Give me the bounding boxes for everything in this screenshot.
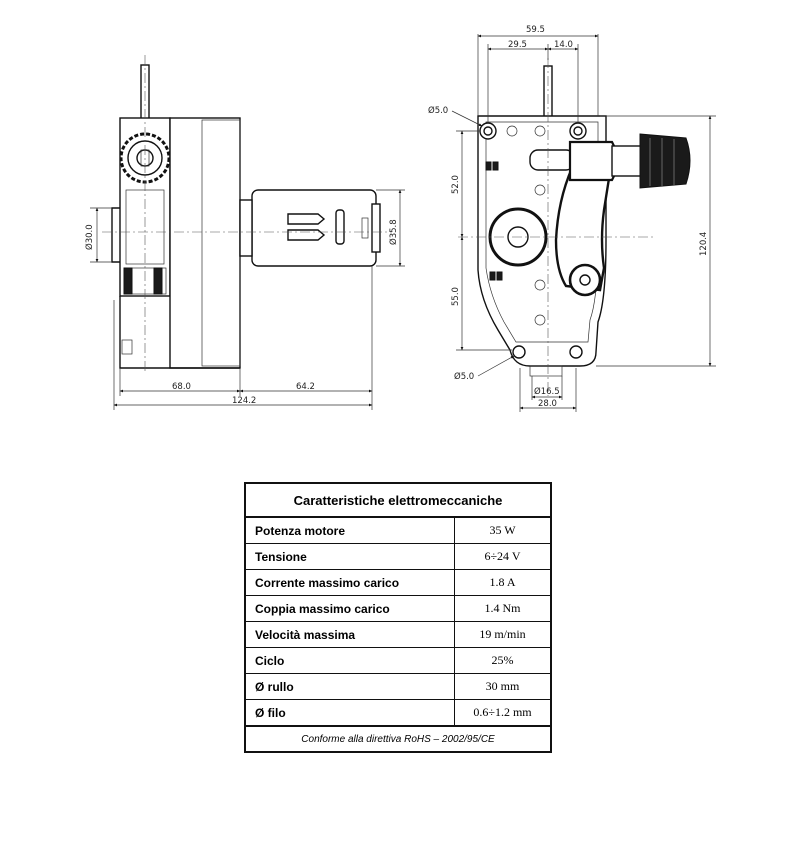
screw (506, 125, 518, 137)
wire-guide (529, 149, 575, 171)
lower-notch (121, 339, 133, 355)
table-row: Velocità massima 19 m/min (245, 621, 551, 648)
spec-value: 25% (454, 647, 551, 674)
tension-knob-hex (568, 140, 618, 182)
spec-label: Velocità massima (245, 621, 455, 648)
dim-text-gearbox: 68.0 (172, 382, 191, 392)
screw (534, 184, 546, 196)
table-row: Ciclo 25% (245, 647, 551, 674)
spec-table-title: Caratteristiche elettromeccaniche (245, 483, 551, 518)
mount-hole-top-right-inner (573, 126, 583, 136)
screw (534, 279, 546, 291)
spec-label: Tensione (245, 543, 455, 570)
spec-value: 1.8 A (454, 569, 551, 596)
screw (534, 125, 546, 137)
spec-label: Potenza motore (245, 516, 455, 544)
dim-text-upper-height: 52.0 (451, 175, 461, 194)
dim-text-total-length: 124.2 (232, 396, 256, 406)
side-view: Ø30.0 Ø35.8 68.0 64.2 124.2 (84, 55, 405, 410)
table-row: Ø filo 0.6÷1.2 mm (245, 699, 551, 727)
motor-slot (335, 209, 345, 245)
spec-label: Ø filo (245, 699, 455, 727)
spec-value: 30 mm (454, 673, 551, 700)
mount-hole-top-left-inner (483, 126, 493, 136)
front-output-shaft (543, 65, 553, 119)
spec-value: 0.6÷1.2 mm (454, 699, 551, 727)
gearbox-housing (169, 117, 241, 369)
slot (485, 161, 492, 171)
mount-hole-bottom-right (569, 345, 583, 359)
leader-hole-top (451, 110, 483, 127)
table-row: Ø rullo 30 mm (245, 673, 551, 700)
spec-value: 6÷24 V (454, 543, 551, 570)
motor-endcap (371, 203, 381, 253)
spec-value: 35 W (454, 516, 551, 544)
dim-text-lower-height: 55.0 (451, 287, 461, 306)
table-row: Coppia massimo carico 1.4 Nm (245, 595, 551, 622)
pressure-roll-hub (579, 274, 591, 286)
technical-drawing: Ø30.0 Ø35.8 68.0 64.2 124.2 (84, 25, 716, 412)
pressure-arm (554, 166, 612, 292)
dim-text-left-hole: 29.5 (508, 40, 527, 50)
dim-text-width: 59.5 (526, 25, 545, 35)
dim-text-hole-top: Ø5.0 (428, 105, 448, 116)
tension-knob (639, 133, 691, 189)
motor-body (251, 189, 377, 267)
table-note-row: Conforme alla direttiva RoHS – 2002/95/C… (244, 725, 552, 753)
base-hub (529, 365, 563, 377)
table-row: Corrente massimo carico 1.8 A (245, 569, 551, 596)
table-row: Potenza motore 35 W (245, 516, 551, 544)
spec-table: Caratteristiche elettromeccaniche Potenz… (244, 482, 552, 753)
dim-text-motor: 64.2 (296, 382, 315, 392)
compliance-note: Conforme alla direttiva RoHS – 2002/95/C… (244, 725, 552, 753)
table-row: Tensione 6÷24 V (245, 543, 551, 570)
motor-flange (239, 199, 253, 257)
dim-text-hole-bottom: Ø5.0 (454, 371, 474, 382)
gearbox-slot-inner (123, 267, 133, 295)
leader-hole-bottom (477, 355, 515, 377)
dim-text-total-height: 120.4 (699, 232, 709, 256)
spec-value: 1.4 Nm (454, 595, 551, 622)
front-view: 59.5 29.5 14.0 52.0 55.0 120.4 Ø5.0 Ø5.0… (428, 25, 716, 412)
spec-label: Corrente massimo carico (245, 569, 455, 596)
motor-terminal-top (287, 213, 326, 225)
dim-text-hub-dia: Ø16.5 (534, 386, 560, 397)
spec-label: Ciclo (245, 647, 455, 674)
motor-pin (361, 217, 369, 239)
mount-hole-bottom-left (512, 345, 526, 359)
tension-knob-thread (611, 145, 643, 177)
spec-label: Ø rullo (245, 673, 455, 700)
slot (489, 271, 496, 281)
motor-terminal-bottom (287, 229, 326, 241)
dim-text-shaft-dia: Ø30.0 (84, 224, 95, 250)
slot (492, 161, 499, 171)
slot (496, 271, 503, 281)
gearbox-slot-inner-2 (153, 267, 163, 295)
spec-label: Coppia massimo carico (245, 595, 455, 622)
spec-value: 19 m/min (454, 621, 551, 648)
dim-text-motor-dia: Ø35.8 (388, 219, 399, 245)
dim-text-right-hole: 14.0 (554, 40, 573, 50)
dim-text-base-width: 28.0 (538, 399, 557, 409)
left-flange (111, 207, 120, 263)
screw (534, 314, 546, 326)
spec-table-header: Caratteristiche elettromeccaniche (245, 483, 551, 518)
